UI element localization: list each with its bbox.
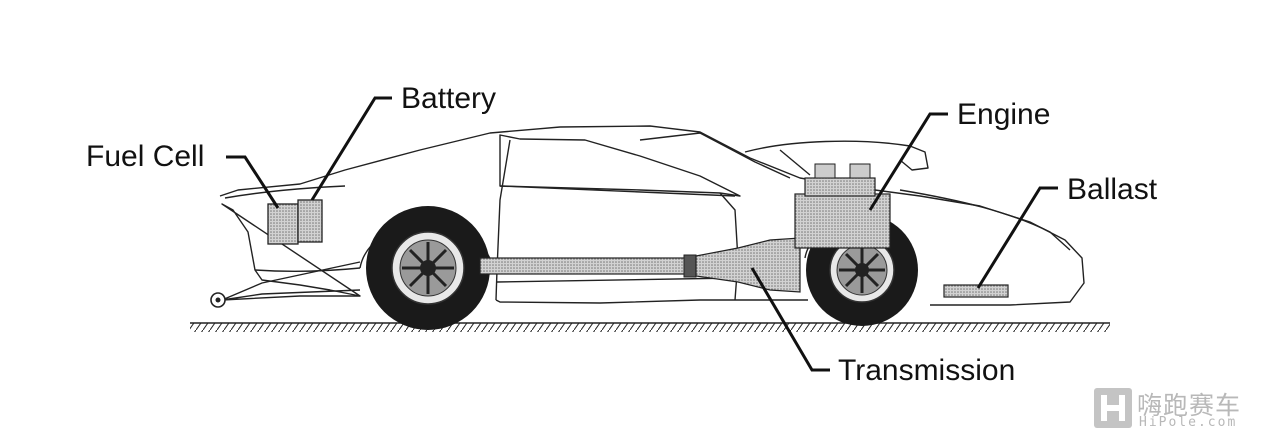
transmission-leader: [750, 267, 830, 372]
transmission-label: Transmission: [838, 354, 1016, 387]
ballast-leader: [976, 186, 1058, 289]
rear-wheel: [366, 206, 490, 330]
ballast-component: [943, 284, 1009, 298]
battery-leader: [310, 96, 392, 201]
watermark: 嗨跑赛车 HiPole.com: [1093, 386, 1263, 432]
fuel-cell-label: Fuel Cell: [86, 140, 205, 173]
battery-component: [297, 199, 323, 243]
ground: [190, 322, 1110, 332]
wheelie-bar-wheel: [210, 292, 226, 308]
engine-leader: [868, 112, 948, 211]
transmission-component: [695, 237, 801, 293]
watermark-brand-cn: 嗨跑赛车: [1137, 391, 1242, 420]
fuel-cell-leader: [226, 155, 280, 209]
car-body: [219, 125, 1085, 306]
ballast-label: Ballast: [1067, 173, 1158, 206]
driveshaft: [479, 254, 697, 278]
watermark-brand-en: HiPole.com: [1139, 415, 1238, 430]
leader-lines: [226, 96, 1058, 372]
battery-label: Battery: [401, 82, 497, 115]
engine-label: Engine: [957, 98, 1051, 131]
fuel-cell-component: [267, 203, 299, 245]
engine-component: [794, 163, 891, 249]
hipole-logo-icon: [1094, 388, 1132, 428]
